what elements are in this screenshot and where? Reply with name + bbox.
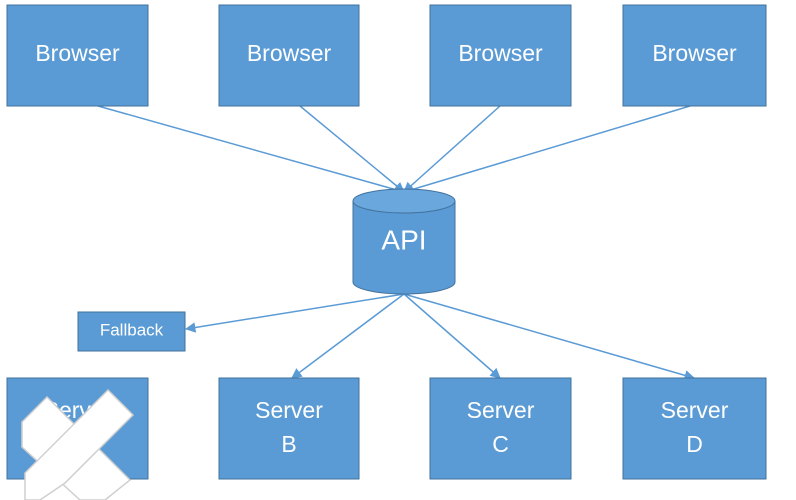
server-box (622, 377, 767, 480)
fallback-box (77, 311, 186, 352)
server-box (218, 377, 360, 480)
api-cylinder-top (352, 188, 456, 214)
browser-label: Browser (458, 40, 543, 66)
server-label-line2: C (492, 431, 509, 457)
server-label-line2: D (686, 431, 703, 457)
server-node-c: Server C (429, 377, 572, 480)
browser-label: Browser (247, 40, 332, 66)
edge-api-to-server-b (291, 293, 405, 379)
server-label-line1: Server (467, 397, 535, 423)
edges (97, 105, 696, 381)
server-label-line1: Server (255, 397, 323, 423)
server-label-line1: Server (661, 397, 729, 423)
browser-node-4: Browser (622, 4, 767, 107)
x-mark-center (63, 428, 93, 458)
browser-node-3: Browser (429, 4, 572, 107)
browser-node-1: Browser (6, 4, 149, 107)
browser-label: Browser (652, 40, 737, 66)
browser-box (6, 4, 149, 107)
server-box (429, 377, 572, 480)
browser-box (622, 4, 767, 107)
api-cylinder-body (352, 200, 456, 295)
x-mark-icon (21, 388, 135, 500)
edge-api-to-server-d (403, 293, 696, 381)
browser-label: Browser (35, 40, 120, 66)
server-node-d: Server D (622, 377, 767, 480)
edge-browser-3-to-api (403, 105, 501, 193)
edge-browser-4-to-api (402, 105, 691, 195)
browser-node-2: Browser (218, 4, 360, 107)
edge-browser-1-to-api (97, 105, 406, 195)
browser-box (429, 4, 572, 107)
edge-browser-2-to-api (299, 105, 405, 193)
edge-api-to-fallback (184, 293, 405, 333)
server-node-b: Server B (218, 377, 360, 480)
api-node: API (352, 188, 456, 295)
server-label-line2: B (281, 431, 296, 457)
fallback-node: Fallback (77, 311, 186, 352)
fallback-label: Fallback (100, 320, 164, 339)
edge-api-to-server-c (403, 293, 501, 379)
browser-box (218, 4, 360, 107)
api-label: API (381, 224, 426, 255)
